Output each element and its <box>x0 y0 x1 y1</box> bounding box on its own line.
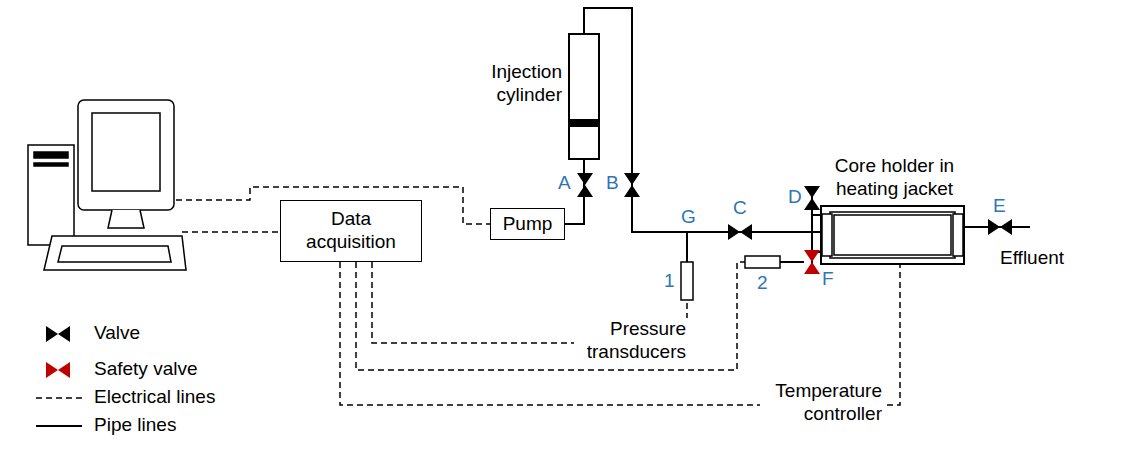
injection-cylinder: Injection cylinder <box>568 33 600 160</box>
end-cap <box>953 214 963 256</box>
pump-box: Pump <box>490 208 565 240</box>
valve-letter: A <box>558 172 571 195</box>
core-holder: Core holder in heating jacket <box>820 205 965 265</box>
valve-symbol <box>804 186 820 210</box>
instrument-box: Data acquisition <box>280 200 422 262</box>
valve-symbol <box>728 224 752 240</box>
monitor-frame <box>78 100 174 210</box>
node-text: Pump <box>503 213 553 236</box>
pressure-transducer <box>681 262 693 300</box>
core-sample <box>834 215 951 255</box>
valve-letter: C <box>733 197 747 220</box>
valve-letter: E <box>993 195 1006 218</box>
node-text: Data acquisition <box>287 208 415 254</box>
core-sleeve <box>830 212 955 258</box>
legend-safety-valve-symbol <box>46 362 70 378</box>
computer-icon <box>28 100 186 270</box>
junction-letter: G <box>681 206 696 229</box>
legend-symbols <box>36 326 82 426</box>
valve-letter: B <box>606 172 619 195</box>
tower-slot <box>34 163 68 166</box>
monitor-screen <box>92 113 160 191</box>
electrical-line <box>182 231 280 233</box>
tower-drive <box>34 152 68 158</box>
electrical-line <box>356 262 745 370</box>
legend-text: Pipe lines <box>94 414 176 437</box>
outlet-label: Effluent <box>1000 247 1064 270</box>
node-text: Core holder in heating jacket <box>812 155 977 201</box>
pipe-line <box>686 232 688 262</box>
pipe-line <box>584 8 820 232</box>
end-cap <box>822 214 832 256</box>
safety-valve-symbol <box>804 250 820 274</box>
callout-number: 1 <box>664 270 675 293</box>
signal-label: Pressure transducers <box>574 318 688 364</box>
pipe-line <box>812 214 820 216</box>
valve-symbol <box>988 219 1012 235</box>
valve-symbol <box>577 173 593 197</box>
cylinder-piston <box>570 119 598 127</box>
legend-text: Valve <box>94 322 140 345</box>
legend-solid-line <box>36 425 82 427</box>
signal-label: Temperature controller <box>760 380 884 426</box>
callout-number: 2 <box>757 272 768 295</box>
valve-symbol <box>624 173 640 197</box>
monitor-stand <box>108 210 144 228</box>
pressure-transducer <box>745 256 780 268</box>
electrical-lines <box>176 187 745 370</box>
node-text: Injection cylinder <box>470 61 562 107</box>
legend-dashed-line <box>36 397 82 399</box>
valve-letter: D <box>788 186 802 209</box>
core-holder-body <box>822 212 963 258</box>
pipe-line <box>780 261 804 263</box>
keyboard <box>44 236 186 270</box>
legend-text: Electrical lines <box>94 386 215 409</box>
valve-letter: F <box>822 268 834 291</box>
legend-valve-symbol <box>46 326 70 342</box>
keyboard-keys <box>58 246 171 262</box>
computer-tower <box>28 145 74 245</box>
legend-text: Safety valve <box>94 358 198 381</box>
